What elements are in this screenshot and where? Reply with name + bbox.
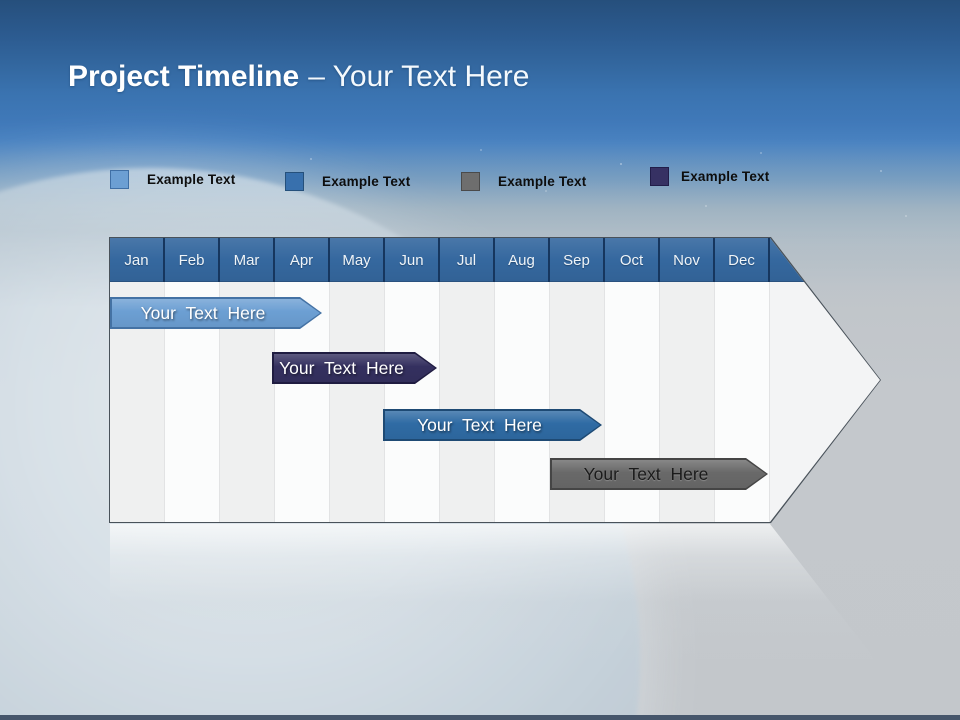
month-cell-mar: Mar bbox=[220, 238, 275, 282]
bar-fill bbox=[552, 460, 766, 488]
month-cell-may: May bbox=[330, 238, 385, 282]
legend-color-swatch bbox=[110, 170, 129, 189]
legend-color-swatch bbox=[461, 172, 480, 191]
stars-decoration bbox=[0, 0, 2, 2]
legend-color-swatch bbox=[285, 172, 304, 191]
legend-color-swatch bbox=[650, 167, 669, 186]
bar-fill bbox=[112, 299, 320, 327]
timeline-bar: Your Text Here bbox=[383, 409, 602, 441]
timeline-bar: Your Text Here bbox=[272, 352, 437, 384]
month-cell-nov: Nov bbox=[660, 238, 715, 282]
timeline-reflection bbox=[110, 524, 880, 720]
bar-label: Your Text Here bbox=[417, 414, 542, 435]
month-cell-jun: Jun bbox=[385, 238, 440, 282]
legend-label: Example Text bbox=[322, 174, 411, 189]
month-cell-sep: Sep bbox=[550, 238, 605, 282]
bottom-border-strip bbox=[0, 715, 960, 720]
timeline-bar: Your Text Here bbox=[550, 458, 768, 490]
title-main: Project Timeline bbox=[68, 60, 300, 93]
month-column bbox=[385, 282, 440, 522]
bar-label: Your Text Here bbox=[583, 463, 709, 484]
month-column bbox=[330, 282, 385, 522]
legend-label: Example Text bbox=[147, 172, 236, 187]
legend-label: Example Text bbox=[498, 174, 587, 189]
legend-item: Example Text bbox=[285, 171, 410, 192]
bar-label: Your Text Here bbox=[140, 302, 266, 323]
month-column bbox=[440, 282, 495, 522]
month-column bbox=[495, 282, 550, 522]
month-cell-feb: Feb bbox=[165, 238, 220, 282]
timeline-bar: Your Text Here bbox=[110, 297, 322, 329]
month-cell-dec: Dec bbox=[715, 238, 770, 282]
bar-fill bbox=[385, 411, 600, 439]
month-cell-apr: Apr bbox=[275, 238, 330, 282]
month-cell-oct: Oct bbox=[605, 238, 660, 282]
legend-label: Example Text bbox=[681, 169, 770, 184]
legend-item: Example Text bbox=[461, 171, 586, 192]
legend-item: Example Text bbox=[110, 169, 235, 190]
month-cell-aug: Aug bbox=[495, 238, 550, 282]
bar-fill bbox=[274, 354, 435, 382]
month-cell-jan: Jan bbox=[110, 238, 165, 282]
title-suffix: – Your Text Here bbox=[308, 60, 530, 93]
legend-item: Example Text bbox=[650, 166, 769, 187]
bar-label: Your Text Here bbox=[279, 357, 404, 378]
month-cell-jul: Jul bbox=[440, 238, 495, 282]
slide-title: Project Timeline– Your Text Here bbox=[68, 60, 529, 94]
